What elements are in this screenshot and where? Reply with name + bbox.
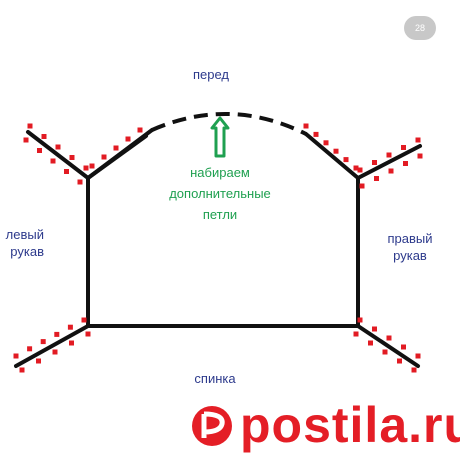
stitch-marker-dot — [382, 349, 388, 355]
raglan-line-top-left-a — [26, 130, 90, 180]
stitch-marker-dot — [415, 137, 421, 143]
stitch-marker-dot — [52, 349, 58, 355]
note-line2: дополнительные — [169, 186, 271, 201]
stitch-marker-dot — [343, 157, 349, 163]
neckline-dashed — [151, 111, 307, 136]
raglan-line-top-right-a — [356, 144, 422, 180]
stitch-marker-dot — [333, 148, 339, 154]
note-line3: петли — [202, 207, 238, 222]
stitch-marker-dot — [323, 140, 329, 146]
stitch-marker-dot — [415, 353, 421, 359]
stitch-markers — [13, 123, 423, 373]
stitch-marker-dot — [417, 153, 423, 159]
stitch-marker-dot — [303, 123, 309, 129]
stitch-marker-dot — [386, 152, 392, 158]
stitch-marker-dot — [359, 183, 365, 189]
stitch-marker-dot — [388, 168, 394, 174]
stitch-marker-dot — [372, 160, 377, 165]
stitch-marker-dot — [64, 169, 69, 174]
stitch-marker-dot — [54, 331, 60, 337]
note-extra-stitches: набираем дополнительные петли — [138, 162, 302, 225]
arrow-up-icon — [210, 116, 230, 158]
label-left-sleeve-line1: левый — [5, 227, 44, 242]
stitch-marker-dot — [353, 331, 359, 337]
stitch-marker-dot — [13, 353, 19, 359]
stitch-marker-dot — [401, 344, 406, 350]
stitch-marker-dot — [357, 317, 363, 323]
note-line1: набираем — [190, 165, 250, 180]
postila-logo-icon — [192, 406, 232, 446]
stitch-marker-dot — [403, 161, 408, 166]
stitch-marker-dot — [77, 179, 83, 185]
stitch-marker-dot — [40, 339, 46, 345]
stitch-marker-dot — [69, 155, 75, 160]
label-left-sleeve: левый рукав — [0, 226, 44, 260]
stitch-marker-dot — [401, 145, 406, 150]
stitch-marker-dot — [23, 137, 29, 143]
stitch-marker-dot — [27, 123, 33, 129]
stitch-marker-dot — [50, 158, 56, 164]
stitch-marker-dot — [36, 358, 41, 364]
label-right-sleeve-line2: рукав — [393, 248, 427, 263]
stitch-marker-dot — [41, 134, 47, 139]
label-left-sleeve-line2: рукав — [10, 244, 44, 259]
stitch-marker-dot — [67, 324, 73, 330]
raglan-line-bottom-left — [14, 324, 90, 368]
stitch-marker-dot — [37, 148, 42, 153]
stitch-marker-dot — [85, 331, 91, 337]
stitch-marker-dot — [83, 165, 89, 171]
raglan-line-bottom-right — [356, 324, 420, 368]
stitch-marker-dot — [357, 167, 363, 173]
page-number-badge: 28 — [404, 16, 436, 40]
stitch-marker-dot — [137, 127, 143, 133]
label-back: спинка — [194, 371, 236, 386]
stitch-marker-dot — [397, 358, 402, 364]
stitch-marker-dot — [372, 326, 377, 332]
outline-right-shoulder — [304, 132, 360, 180]
stitch-marker-dot — [113, 145, 119, 151]
stitch-marker-dot — [368, 340, 373, 346]
stitch-marker-dot — [101, 154, 107, 160]
stitch-marker-dot — [19, 367, 25, 373]
stitch-marker-dot — [411, 367, 417, 373]
stitch-marker-dot — [89, 163, 95, 169]
watermark-text: postila.ru — [240, 397, 460, 453]
label-front: перед — [192, 67, 230, 82]
stitch-marker-dot — [313, 131, 319, 137]
label-right-sleeve: правый рукав — [372, 230, 448, 264]
stitch-marker-dot — [353, 165, 359, 171]
stitch-marker-dot — [386, 335, 392, 341]
stitch-marker-dot — [55, 144, 61, 150]
stitch-marker-dot — [125, 136, 131, 142]
stitch-marker-dot — [81, 317, 87, 323]
stitch-marker-dot — [27, 346, 33, 352]
label-right-sleeve-line1: правый — [387, 231, 433, 246]
stitch-marker-dot — [374, 176, 379, 181]
stitch-marker-dot — [69, 340, 74, 346]
raglan-line-top-left-b — [86, 134, 148, 180]
